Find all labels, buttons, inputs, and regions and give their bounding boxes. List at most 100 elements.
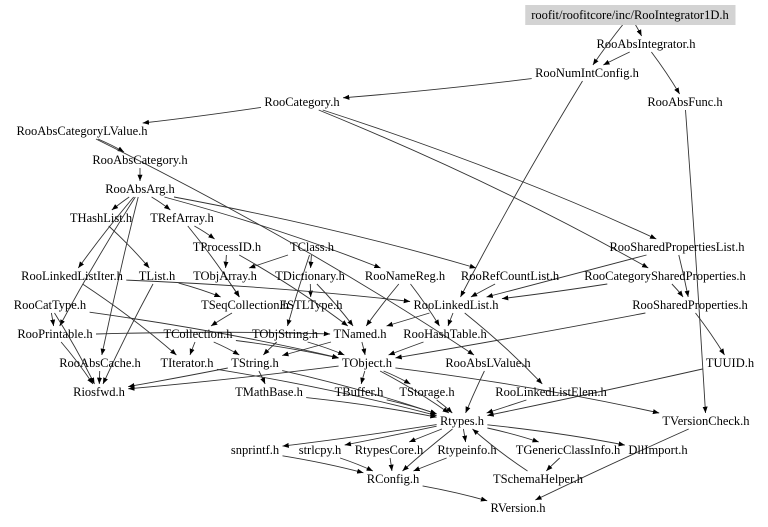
node-tprocessid[interactable]: TProcessID.h (193, 240, 262, 254)
node-roocattype[interactable]: RooCatType.h (14, 298, 87, 312)
node-snprintf[interactable]: snprintf.h (231, 443, 280, 457)
node-dllimport[interactable]: DllImport.h (628, 443, 688, 457)
node-estltype[interactable]: ESTLType.h (280, 298, 344, 312)
edge-roosharedproperties-to-tobject (395, 312, 646, 360)
node-label: RooAbsCache.h (59, 356, 141, 370)
node-label: TClass.h (290, 240, 335, 254)
node-label: RooRefCountList.h (461, 269, 560, 283)
node-label: RooHashTable.h (403, 327, 487, 341)
node-rtypeinfo[interactable]: Rtypeinfo.h (437, 443, 497, 457)
edge-rtypes-to-dllimport (487, 424, 625, 447)
edge-rtypes-to-rtypeinfo (462, 428, 468, 443)
node-label: TObjString.h (252, 327, 319, 341)
node-label: TIterator.h (160, 356, 214, 370)
edge-tprocessid-to-tnamed (238, 254, 349, 327)
node-roonamereg[interactable]: RooNameReg.h (365, 269, 446, 283)
edge-tdictionary-to-tnamed (316, 283, 354, 327)
node-root[interactable]: roofit/roofitcore/inc/RooIntegrator1D.h (525, 5, 736, 25)
node-label: RtypesCore.h (355, 443, 424, 457)
edge-tclass-to-tdictionary (308, 254, 314, 269)
edge-tlist-to-riosfwd (102, 283, 154, 385)
node-rooabscategory[interactable]: RooAbsCategory.h (92, 153, 188, 167)
node-tstring[interactable]: TString.h (231, 356, 279, 370)
edge-trefarray-to-tprocessid (194, 225, 215, 240)
node-tbuffer[interactable]: TBuffer.h (335, 385, 384, 399)
root-node-box (525, 5, 736, 25)
edge-tnamed-to-tobject (361, 341, 367, 356)
node-tobjstring[interactable]: TObjString.h (252, 327, 319, 341)
edge-rooabsarg-to-rooprintable (59, 196, 136, 327)
node-titerator[interactable]: TIterator.h (160, 356, 214, 370)
node-roosharedproperties[interactable]: RooSharedProperties.h (632, 298, 748, 312)
edge-roorefcountlist-to-roolinkedlist (470, 283, 496, 298)
node-roonumintconfig[interactable]: RooNumIntConfig.h (535, 66, 640, 80)
edge-rtypes-to-rtypescore (408, 428, 443, 443)
edge-tclass-to-tobjarray (248, 254, 289, 269)
node-label: RooPrintable.h (17, 327, 93, 341)
node-label: Riosfwd.h (73, 385, 125, 399)
node-label: RooLinkedListIter.h (21, 269, 123, 283)
node-roolinkedlist[interactable]: RooLinkedList.h (413, 298, 499, 312)
node-label: strlcpy.h (299, 443, 342, 457)
node-label: TVersionCheck.h (662, 414, 750, 428)
edge-rooabsfunc-to-tversioncheck (685, 109, 708, 414)
node-rtypescore[interactable]: RtypesCore.h (355, 443, 424, 457)
node-label: TCollection.h (163, 327, 233, 341)
node-thashlist[interactable]: THashList.h (70, 211, 133, 225)
node-tgenericclassinfo[interactable]: TGenericClassInfo.h (516, 443, 621, 457)
edges-layer (50, 22, 725, 502)
node-strlcpy[interactable]: strlcpy.h (299, 443, 342, 457)
edge-rconfig-to-rversion (422, 485, 488, 502)
node-label: RooCategory.h (264, 95, 340, 109)
node-tclass[interactable]: TClass.h (290, 240, 335, 254)
node-rversion[interactable]: RVersion.h (491, 501, 547, 515)
node-label: TGenericClassInfo.h (516, 443, 621, 457)
node-tschemahelper[interactable]: TSchemaHelper.h (493, 472, 584, 486)
node-label: RooNumIntConfig.h (535, 66, 640, 80)
edge-tobject-to-tversioncheck (395, 367, 660, 415)
node-tmathbase[interactable]: TMathBase.h (235, 385, 303, 399)
node-tstorage[interactable]: TStorage.h (399, 385, 455, 399)
node-rooabsarg[interactable]: RooAbsArg.h (105, 182, 175, 196)
node-roolinkedlistiter[interactable]: RooLinkedListIter.h (21, 269, 123, 283)
node-tobjarray[interactable]: TObjArray.h (193, 269, 258, 283)
node-label: Rtypeinfo.h (437, 443, 497, 457)
node-label: TSeqCollection.h (201, 298, 290, 312)
node-label: TString.h (231, 356, 279, 370)
node-rtypes[interactable]: Rtypes.h (440, 414, 485, 428)
edge-roohashtable-to-tobject (388, 341, 424, 356)
node-tlist[interactable]: TList.h (139, 269, 176, 283)
node-rooabsfunc[interactable]: RooAbsFunc.h (647, 95, 723, 109)
node-tuuid[interactable]: TUUID.h (706, 356, 755, 370)
node-tobject[interactable]: TObject.h (342, 356, 393, 370)
edge-rooabsarg-to-rooabscache (100, 196, 139, 356)
edge-rooabsarg-to-roorefcountlist (173, 196, 477, 269)
node-tcollection[interactable]: TCollection.h (163, 327, 233, 341)
node-trefarray[interactable]: TRefArray.h (150, 211, 214, 225)
edge-tcollection-to-tstring (213, 341, 240, 356)
edge-rtypescore-to-rconfig (388, 457, 394, 472)
node-tversioncheck[interactable]: TVersionCheck.h (662, 414, 750, 428)
node-tseqcollection[interactable]: TSeqCollection.h (201, 298, 290, 312)
edge-roolinkedlist-to-roolinkedlistelem (464, 312, 543, 385)
node-rooabsintegrator[interactable]: RooAbsIntegrator.h (597, 37, 697, 51)
node-rooabslvalue[interactable]: RooAbsLValue.h (445, 356, 531, 370)
edge-roonamereg-to-roohashtable (410, 283, 440, 327)
node-roosharedpropertieslist[interactable]: RooSharedPropertiesList.h (609, 240, 745, 254)
edge-rooprintable-to-riosfwd (60, 341, 94, 385)
edge-tseqcollection-to-tcollection (210, 312, 233, 327)
node-roohashtable[interactable]: RooHashTable.h (403, 327, 487, 341)
node-roocategorysharedproperties[interactable]: RooCategorySharedProperties.h (584, 269, 746, 283)
node-riosfwd[interactable]: Riosfwd.h (73, 385, 125, 399)
node-tdictionary[interactable]: TDictionary.h (275, 269, 345, 283)
node-label: THashList.h (70, 211, 133, 225)
node-rooprintable[interactable]: RooPrintable.h (17, 327, 93, 341)
node-roocategory[interactable]: RooCategory.h (264, 95, 340, 109)
node-rooabscategorylvalue[interactable]: RooAbsCategoryLValue.h (16, 124, 148, 138)
node-rconfig[interactable]: RConfig.h (367, 472, 420, 486)
node-roolinkedlistelem[interactable]: RooLinkedListElem.h (495, 385, 607, 399)
node-roorefcountlist[interactable]: RooRefCountList.h (461, 269, 560, 283)
node-rooabscache[interactable]: RooAbsCache.h (59, 356, 141, 370)
edge-tstring-to-riosfwd (128, 367, 228, 389)
node-tnamed[interactable]: TNamed.h (333, 327, 387, 341)
